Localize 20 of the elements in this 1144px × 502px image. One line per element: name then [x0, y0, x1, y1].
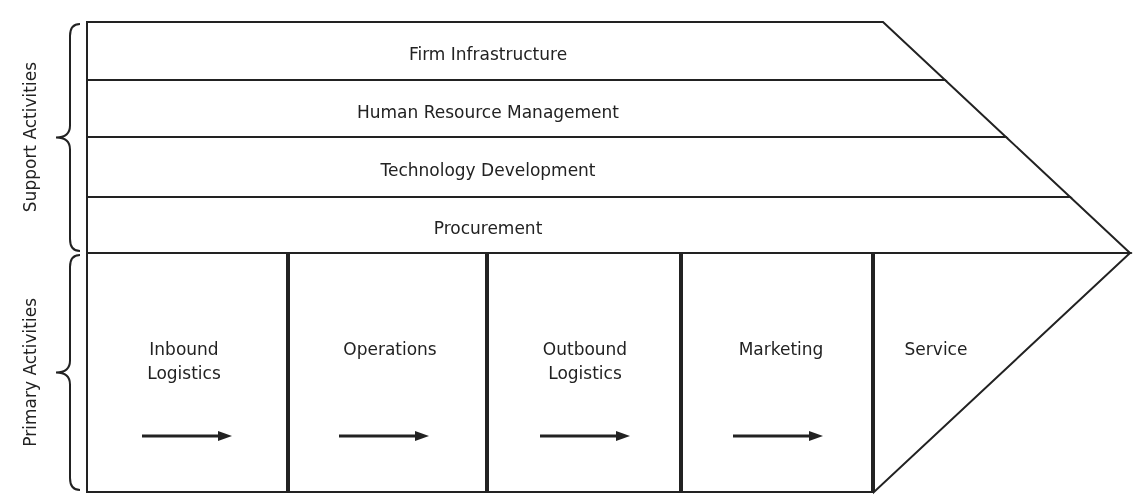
support-activity-band [87, 137, 1071, 197]
band-label: Technology Development [379, 159, 597, 182]
group-label: Support Activities [20, 62, 40, 213]
support-activity-band [87, 22, 945, 80]
support-activity-band [87, 197, 1130, 253]
primary-activity-box [682, 253, 872, 492]
group-label: Primary Activities [20, 297, 40, 447]
activity-label: Operations [342, 338, 438, 361]
band-label: Human Resource Management [355, 101, 621, 124]
activity-label: Inbound Logistics [146, 338, 222, 385]
primary-activity-box [488, 253, 680, 492]
service-triangle [874, 253, 1130, 492]
band-label: Procurement [432, 217, 544, 240]
activity-label: Marketing [737, 338, 825, 361]
activity-label: Outbound Logistics [541, 338, 629, 385]
primary-activity-box [87, 253, 287, 492]
primary-activity-box [289, 253, 486, 492]
support-activity-band [87, 80, 1006, 137]
activity-label: Service [903, 338, 969, 361]
band-label: Firm Infrastructure [407, 43, 569, 66]
